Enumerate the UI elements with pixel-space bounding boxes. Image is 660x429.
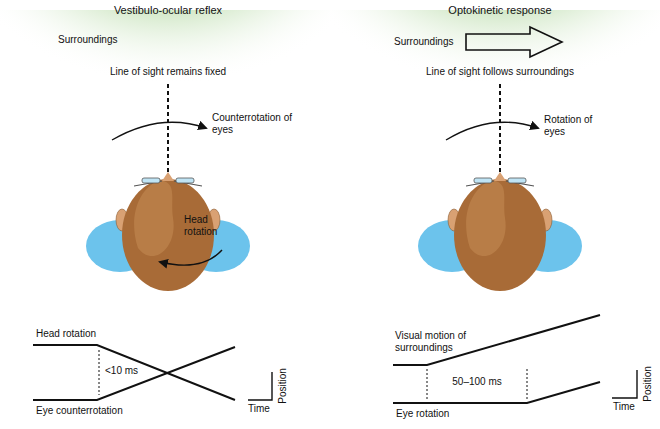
region-label: Surroundings xyxy=(394,36,453,48)
line-of-sight xyxy=(167,84,169,172)
latency-marker xyxy=(99,350,100,395)
panel-title: Optokinetic response xyxy=(448,4,551,17)
trace-label: Visual motion of surroundings xyxy=(395,330,479,353)
latency-label: 50–100 ms xyxy=(451,376,502,388)
line-of-sight-label: Line of sight remains fixed xyxy=(110,66,226,78)
trace-label: Eye rotation xyxy=(395,408,450,420)
scale-bar xyxy=(612,370,637,398)
rotation-arrow xyxy=(112,122,206,140)
trace-label: Eye counterrotation xyxy=(35,405,124,417)
head-illustration xyxy=(418,172,582,291)
line-of-sight-label: Line of sight follows surroundings xyxy=(426,66,574,78)
axis-label: Time xyxy=(613,401,635,413)
head-rotation-label: Head rotation xyxy=(184,214,228,237)
motion-arrow xyxy=(466,27,562,57)
scale-bar xyxy=(248,372,272,400)
surroundings-trace xyxy=(393,315,600,365)
axis-label: Position xyxy=(277,368,289,404)
latency-marker xyxy=(427,369,428,400)
rotation-arrow xyxy=(446,122,538,140)
latency-marker xyxy=(527,369,528,400)
axis-label: Position xyxy=(642,366,654,402)
head-rotation-arrow xyxy=(160,250,222,265)
head-trace xyxy=(33,345,235,400)
eye-trace xyxy=(33,347,235,400)
region-label: Surroundings xyxy=(58,34,117,46)
eye-rotation-label: Counterrotation of eyes xyxy=(212,112,296,135)
latency-label: <10 ms xyxy=(104,365,139,377)
surroundings-field xyxy=(330,10,660,160)
surroundings-field xyxy=(0,10,330,160)
panel-title: Vestibulo-ocular reflex xyxy=(114,4,222,17)
eye-rotation-label: Rotation of eyes xyxy=(544,114,598,137)
line-of-sight xyxy=(499,84,501,172)
trace-label: Head rotation xyxy=(35,328,97,340)
axis-label: Time xyxy=(248,403,270,415)
head-illustration xyxy=(86,172,250,291)
